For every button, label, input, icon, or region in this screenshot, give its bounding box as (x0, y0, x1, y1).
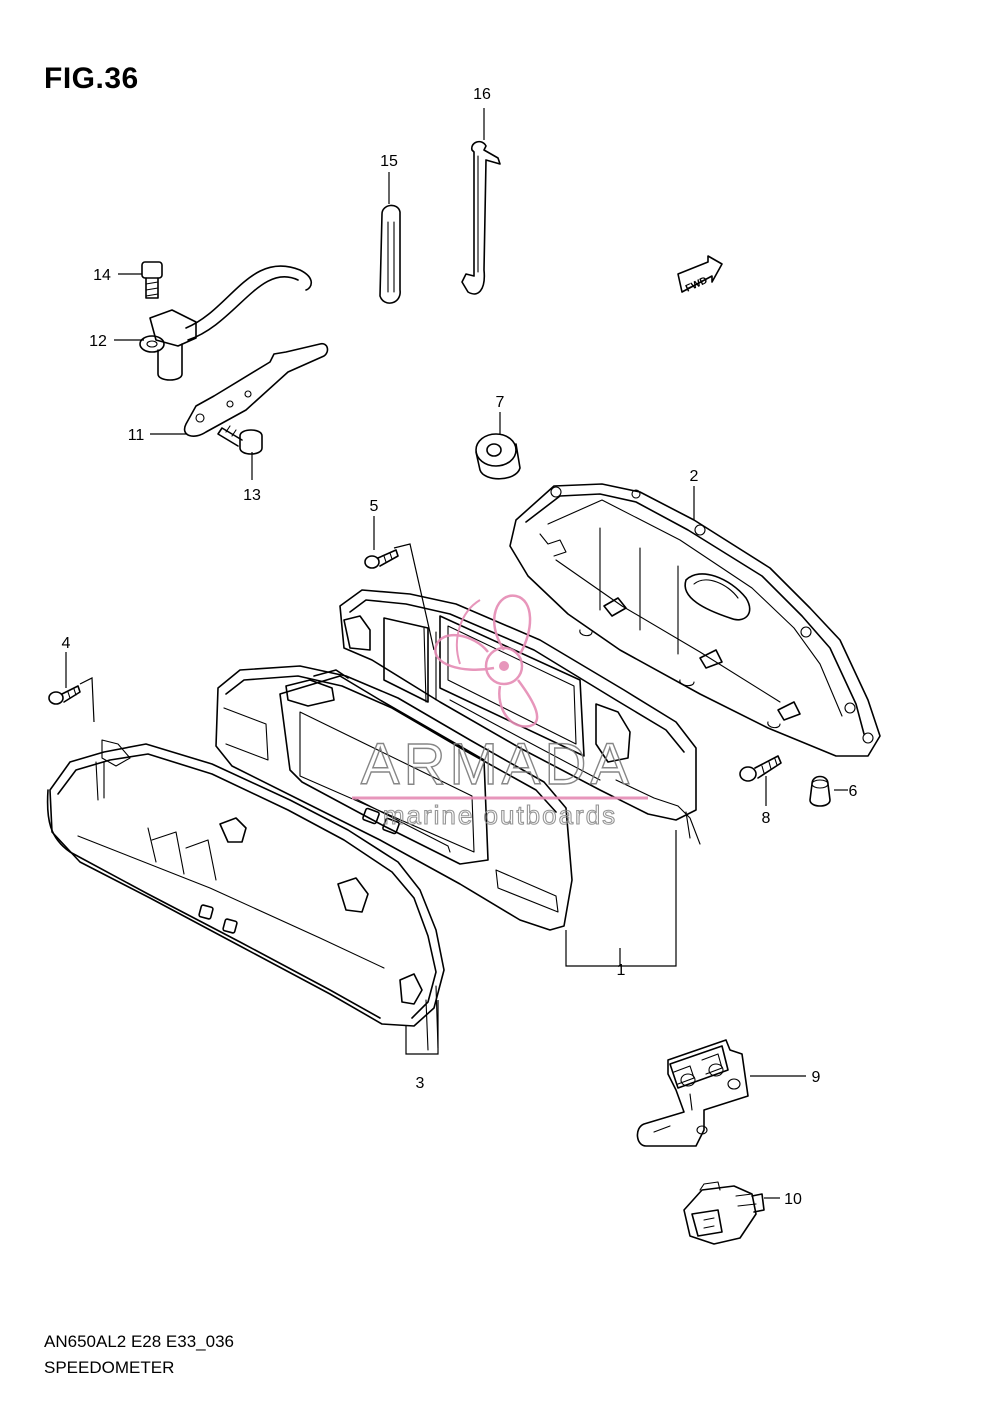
part-3-lens-cover (46, 739, 445, 1051)
part-12-speed-sensor (139, 265, 313, 381)
part-7-grommet (475, 433, 521, 480)
callout-13: 13 (243, 487, 261, 504)
callout-5: 5 (370, 498, 379, 515)
part-name: SPEEDOMETER (44, 1358, 175, 1377)
watermark-tagline: marine outboards (383, 800, 617, 830)
part-1-meter-assembly (339, 589, 701, 845)
part-9-bracket-plate (636, 1039, 749, 1147)
callout-labels: 1 2 3 4 5 6 7 8 9 10 11 12 13 14 15 16 (62, 86, 858, 1208)
callout-2: 2 (690, 468, 699, 485)
callout-4: 4 (62, 635, 71, 652)
part-1-leader (565, 830, 677, 967)
watermark-brand: ARMADA (361, 732, 633, 797)
part-4-screw (48, 685, 81, 705)
part-11-bracket (183, 342, 329, 437)
callout-14: 14 (93, 267, 111, 284)
figure-title: FIG.36 (44, 62, 139, 95)
model-code: AN650AL2 E28 E33_036 (44, 1332, 234, 1351)
part-1-bezel-frame (215, 665, 573, 931)
part-14-bolt (141, 261, 163, 299)
part-6-cap (809, 775, 831, 807)
callout-1: 1 (617, 962, 626, 979)
callout-8: 8 (762, 810, 771, 827)
fwd-arrow: FWD (677, 255, 723, 295)
callout-12: 12 (89, 333, 107, 350)
part-15-band (379, 204, 401, 304)
part-2-rear-case (509, 483, 881, 757)
leader-lines (65, 108, 848, 1199)
propeller-logo-icon (434, 594, 539, 728)
callout-7: 7 (496, 394, 505, 411)
callout-6: 6 (849, 783, 858, 800)
part-13-screw (217, 425, 263, 455)
part-3-leader (405, 1000, 439, 1055)
part-16-clip (461, 140, 501, 295)
callout-9: 9 (812, 1069, 821, 1086)
part-10-connector (683, 1181, 765, 1245)
callout-16: 16 (473, 86, 491, 103)
part-8-screw (739, 755, 782, 782)
armada-watermark: ARMADA marine outboards (352, 594, 648, 831)
part-5-screw (364, 549, 399, 569)
callout-3: 3 (416, 1075, 425, 1092)
callout-11: 11 (128, 427, 145, 444)
callout-10: 10 (784, 1191, 802, 1208)
callout-15: 15 (380, 153, 398, 170)
